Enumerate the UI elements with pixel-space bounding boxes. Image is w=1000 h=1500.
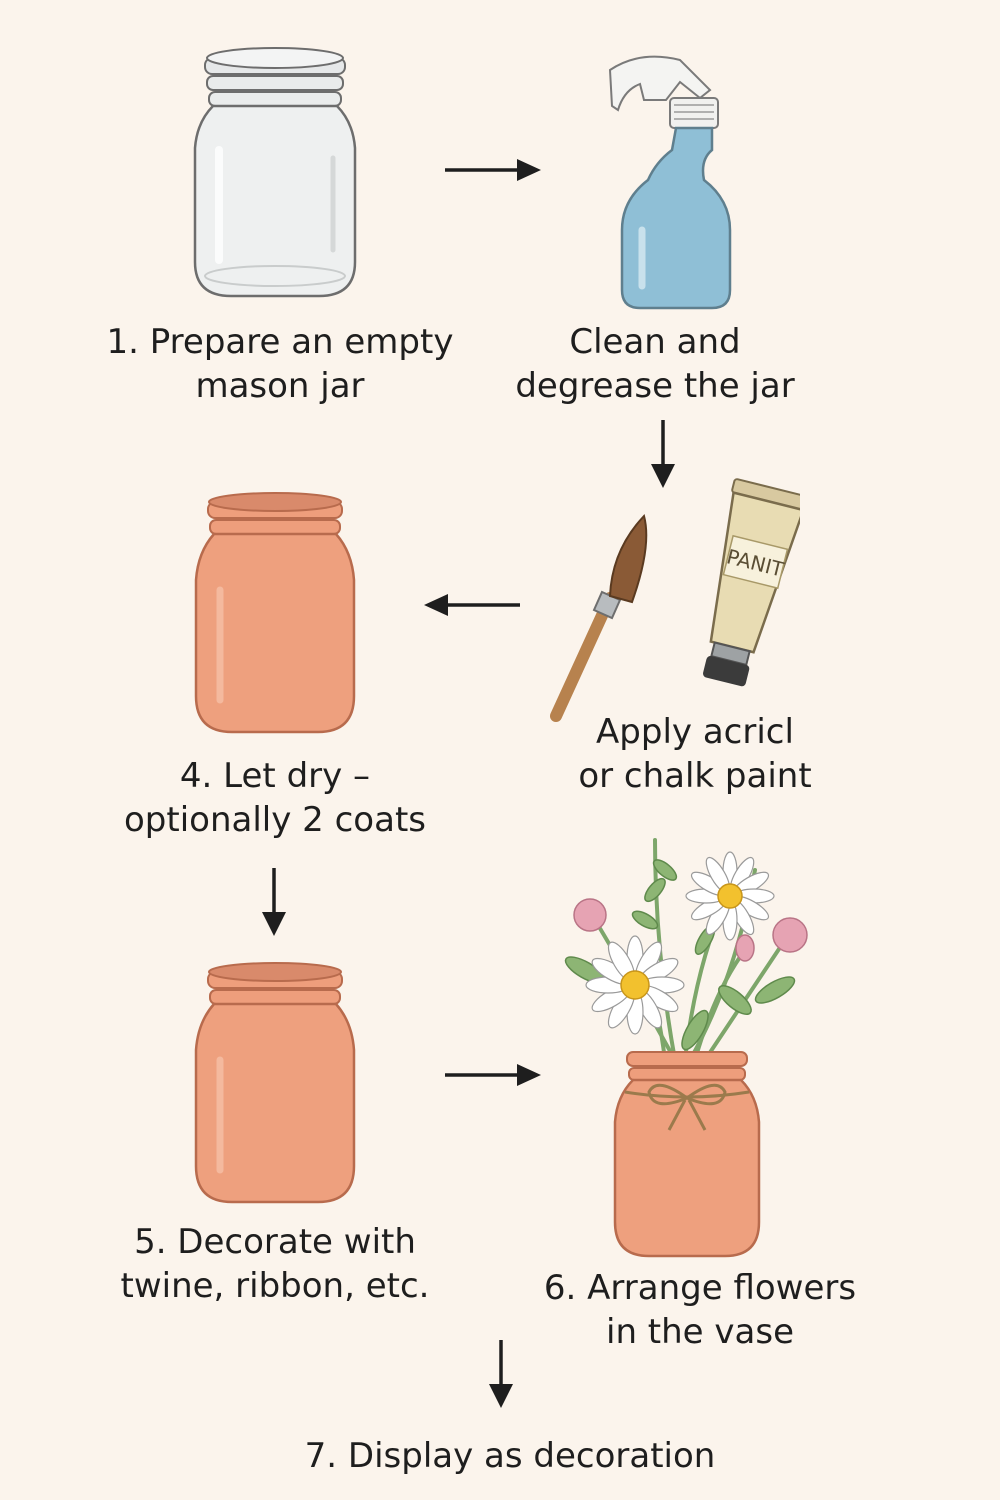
glass-jar-icon	[193, 47, 357, 298]
step-1-line-1: 1. Prepare an empty	[106, 322, 454, 362]
step-5-label: 5. Decorate with twine, ribbon, etc.	[90, 1220, 460, 1308]
step-2-line-1: Clean and	[569, 322, 741, 362]
arrow-icon	[262, 868, 286, 936]
paintbrush-icon	[550, 514, 648, 722]
step-5-line-1: 5. Decorate with	[134, 1222, 416, 1262]
step-1-line-2: mason jar	[195, 366, 365, 406]
step-7-line-1: 7. Display as decoration	[304, 1436, 716, 1476]
arrow-icon	[445, 1064, 541, 1086]
step-6-line-2: in the vase	[606, 1312, 794, 1352]
step-5-line-2: twine, ribbon, etc.	[120, 1266, 430, 1306]
painted-jar-icon	[194, 492, 356, 734]
step-1-label: 1. Prepare an empty mason jar	[90, 320, 470, 408]
spray-bottle-icon	[608, 55, 732, 310]
step-4-label: 4. Let dry – optionally 2 coats	[90, 754, 460, 842]
step-4-line-1: 4. Let dry –	[179, 756, 371, 796]
twine-bow-icon	[624, 1083, 750, 1131]
painted-jar-icon	[194, 962, 356, 1204]
flower-vase-icon	[564, 838, 808, 1258]
step-4-line-2: optionally 2 coats	[124, 800, 426, 840]
step-2-line-2: degrease the jar	[515, 366, 795, 406]
step-3-line-2: or chalk paint	[578, 756, 812, 796]
arrow-icon	[489, 1340, 513, 1408]
step-2-label: Clean and degrease the jar	[480, 320, 830, 408]
daisy-icon	[685, 851, 775, 941]
step-3-line-1: Apply acricl	[596, 712, 794, 752]
arrow-icon	[424, 594, 520, 616]
daisy-icon	[585, 935, 685, 1035]
step-3-label: Apply acricl or chalk paint	[545, 710, 845, 798]
step-6-label: 6. Arrange flowers in the vase	[530, 1266, 870, 1354]
arrow-icon	[445, 159, 541, 181]
step-7-label: 7. Display as decoration	[250, 1434, 770, 1478]
step-6-line-1: 6. Arrange flowers	[543, 1268, 857, 1308]
paint-tube-icon: PANIT	[702, 478, 800, 687]
arrow-icon	[651, 420, 675, 488]
